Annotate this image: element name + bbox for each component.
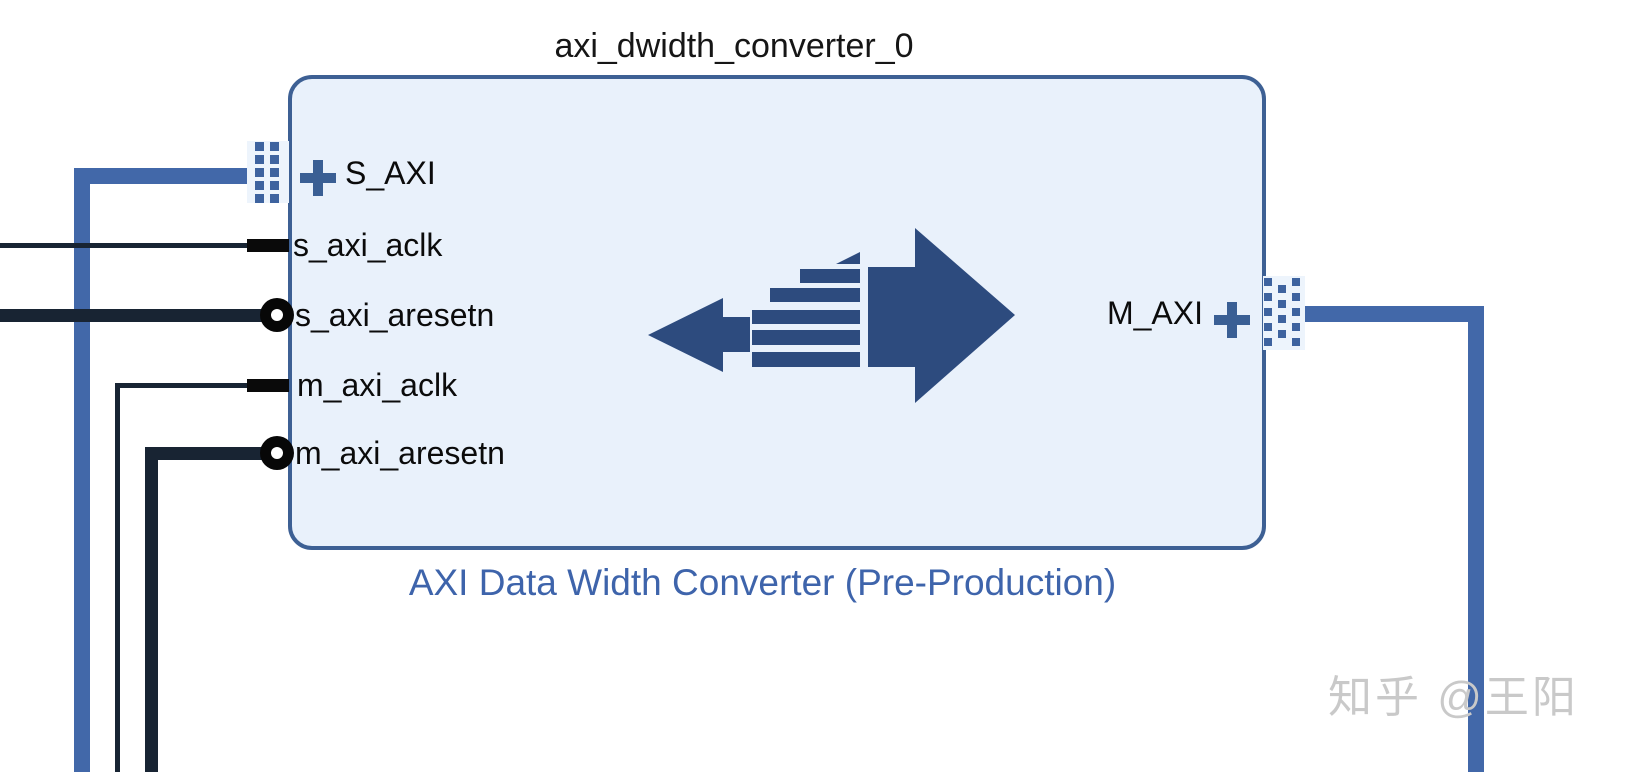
wire-m-axi-vertical[interactable] (1468, 306, 1484, 772)
port-label-m-axi-aresetn[interactable]: m_axi_aresetn (295, 435, 505, 471)
wire-s-axi-horizontal[interactable] (74, 168, 252, 184)
pin-bubble-hole (271, 447, 283, 459)
interface-pin-icon-m-axi[interactable] (1263, 276, 1305, 350)
pin-s-axi-aclk[interactable] (247, 239, 289, 252)
block-instance-name: axi_dwidth_converter_0 (554, 27, 914, 65)
pin-bubble-hole (271, 309, 283, 321)
wire-m-axi-aclk-horizontal[interactable] (115, 383, 252, 388)
pin-m-axi-aclk[interactable] (247, 379, 289, 392)
wire-s-axi-aclk[interactable] (0, 243, 252, 248)
wire-s-axi-vertical[interactable] (74, 168, 90, 772)
watermark-text: 知乎 @王阳 (1328, 673, 1579, 722)
wire-m-axi-aclk-vertical[interactable] (115, 383, 120, 772)
port-label-m-axi[interactable]: M_AXI (1106, 295, 1203, 331)
expand-icon-s-axi[interactable] (298, 158, 338, 198)
port-label-s-axi-aclk[interactable]: s_axi_aclk (293, 227, 443, 263)
port-label-m-axi-aclk[interactable]: m_axi_aclk (297, 367, 458, 403)
data-width-converter-icon (648, 228, 1015, 403)
wire-m-axi-horizontal[interactable] (1300, 306, 1484, 322)
wire-m-axi-aresetn-horizontal[interactable] (145, 447, 262, 460)
interface-pin-icon-s-axi[interactable] (247, 141, 289, 203)
port-label-s-axi[interactable]: S_AXI (345, 155, 436, 191)
block-ip-description: AXI Data Width Converter (Pre-Production… (408, 562, 1117, 603)
wire-m-axi-aresetn-vertical[interactable] (145, 447, 158, 772)
pin-m-axi-aresetn[interactable] (260, 436, 294, 470)
expand-icon-m-axi[interactable] (1212, 300, 1252, 340)
port-label-s-axi-aresetn[interactable]: s_axi_aresetn (295, 297, 495, 333)
pin-s-axi-aresetn[interactable] (260, 298, 294, 332)
wire-s-axi-aresetn[interactable] (0, 309, 262, 322)
